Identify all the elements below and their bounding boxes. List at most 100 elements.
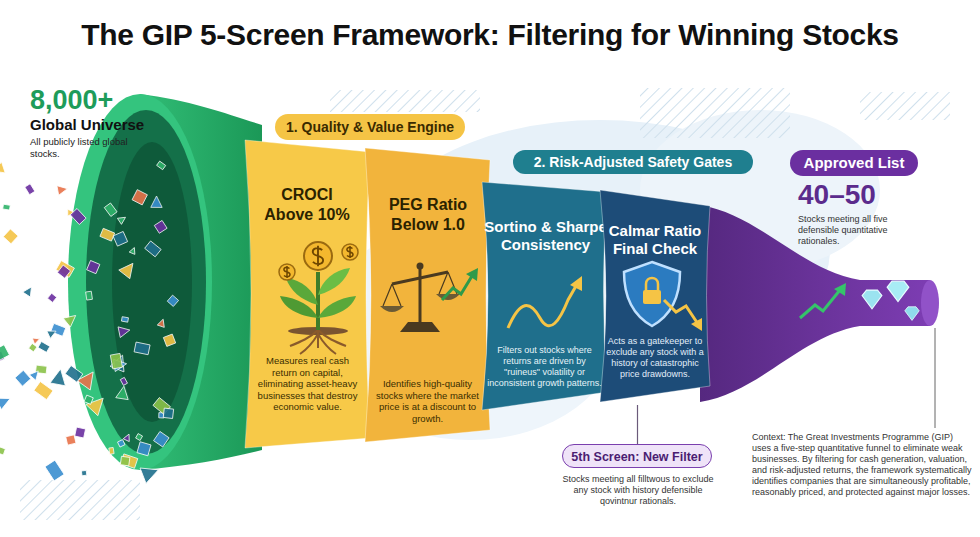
security-shield-icon [624, 262, 680, 326]
stock-icon [77, 367, 100, 390]
stock-icon [156, 410, 166, 420]
growth-plant-icon [288, 327, 348, 335]
stock-icon [110, 229, 130, 249]
stock-icon [86, 393, 109, 416]
result-body: Stocks meeting all five defensible quant… [798, 214, 928, 247]
funnel-mouth [140, 94, 262, 470]
filter-body: Stocks meeting all filltwous to exclude … [562, 474, 714, 507]
approved-gems-icon [800, 281, 919, 320]
stock-icon [140, 462, 161, 483]
growth-plant-icon [347, 246, 353, 258]
security-shield-icon [624, 262, 702, 331]
segment-heading: PEG Ratio Below 1.0 [382, 195, 474, 234]
stock-icon [62, 432, 79, 449]
stock-icon [134, 342, 150, 355]
stock-icon [71, 424, 89, 442]
segment-heading: Calmar Ratio Final Check [601, 222, 709, 259]
segment-body: Measures real cash return on capital, el… [255, 355, 360, 413]
growth-plant-icon [316, 272, 320, 330]
balance-scale-icon [380, 263, 478, 333]
consistency-chart-icon [508, 276, 582, 328]
headline-number: 8,000+ [30, 84, 170, 117]
growth-plant-icon [284, 266, 290, 278]
growth-plant-icon [279, 264, 295, 280]
balance-scale-icon [436, 294, 460, 300]
growth-plant-icon [313, 246, 323, 266]
funnel-mouth [112, 142, 192, 422]
stage-heading: 1. Quality & Value Engine [275, 114, 465, 140]
metric-segment: CROCI Above 10% Measures real cash return… [245, 138, 370, 450]
stock-icon [25, 184, 35, 195]
segment-heading: Sortino & Sharpe Consistency [478, 218, 613, 255]
stock-icon [63, 311, 79, 327]
stock-icon [23, 284, 36, 297]
hatch-band [640, 88, 790, 138]
stock-icon [70, 208, 86, 224]
stock-icon [153, 398, 171, 415]
growth-plant-icon [280, 296, 318, 318]
consistency-chart-icon [508, 286, 576, 328]
stock-icon [116, 385, 130, 399]
stock-icon [119, 259, 139, 279]
stock-icon [145, 241, 162, 257]
approved-gems-icon [887, 281, 909, 301]
leader-line [935, 328, 936, 428]
security-shield-icon [691, 318, 702, 331]
stock-icon [35, 365, 47, 374]
stock-icon [47, 293, 57, 303]
security-shield-icon [643, 290, 661, 304]
growth-plant-icon [342, 244, 358, 260]
filter-heading: 5th Screen: New Filter [562, 444, 712, 468]
stock-icon [130, 187, 150, 207]
stock-icon [153, 219, 169, 235]
stage-heading: 2. Risk-Adjusted Safety Gates [513, 150, 753, 174]
stock-icon [0, 351, 5, 361]
stock-icon [133, 438, 155, 460]
balance-scale-icon [380, 306, 404, 312]
growth-plant-icon [279, 242, 358, 354]
stock-icon [114, 358, 128, 372]
approved-gems-icon [800, 290, 840, 318]
stock-icon [110, 352, 129, 371]
stock-icon [123, 433, 132, 442]
context-note: Context: The Great Investments Programme… [752, 432, 972, 498]
stock-icon [50, 368, 68, 386]
funnel-mouth [68, 94, 262, 470]
growth-plant-icon [318, 268, 350, 295]
stock-icon [47, 327, 58, 338]
stock-icon [159, 404, 178, 423]
stock-icon [45, 460, 64, 481]
stock-icon [84, 258, 103, 277]
stock-icon [152, 430, 170, 448]
stock-icon [0, 446, 5, 455]
segment-body: Identifies high-quality stocks where the… [375, 378, 480, 424]
stock-icon [3, 229, 18, 244]
stock-icon [68, 209, 75, 216]
segment-shape [245, 140, 370, 448]
stock-icon [32, 336, 40, 344]
stock-icon [121, 454, 138, 468]
segment-body: Acts as a gatekeeper to exclude any stoc… [606, 336, 704, 380]
security-shield-icon [664, 300, 698, 324]
segment-heading: CROCI Above 10% [262, 185, 352, 224]
stock-icon [65, 366, 83, 383]
funnel-mouth [68, 94, 212, 470]
stock-icon [118, 325, 131, 338]
stock-icon [28, 343, 38, 353]
stock-icon [110, 353, 122, 369]
balance-scale-icon [383, 272, 457, 306]
stock-icon [104, 203, 117, 216]
leader-line [637, 405, 638, 444]
stock-icon [157, 318, 166, 327]
result-heading: Approved List [790, 150, 918, 176]
segment-outline [482, 182, 607, 412]
stock-icon [120, 377, 127, 385]
balance-scale-icon [392, 272, 448, 284]
growth-plant-icon [318, 296, 356, 318]
stock-icon [161, 331, 179, 349]
approved-gems-icon [905, 307, 919, 321]
stock-icon [15, 370, 32, 387]
balance-scale-icon [417, 263, 424, 270]
